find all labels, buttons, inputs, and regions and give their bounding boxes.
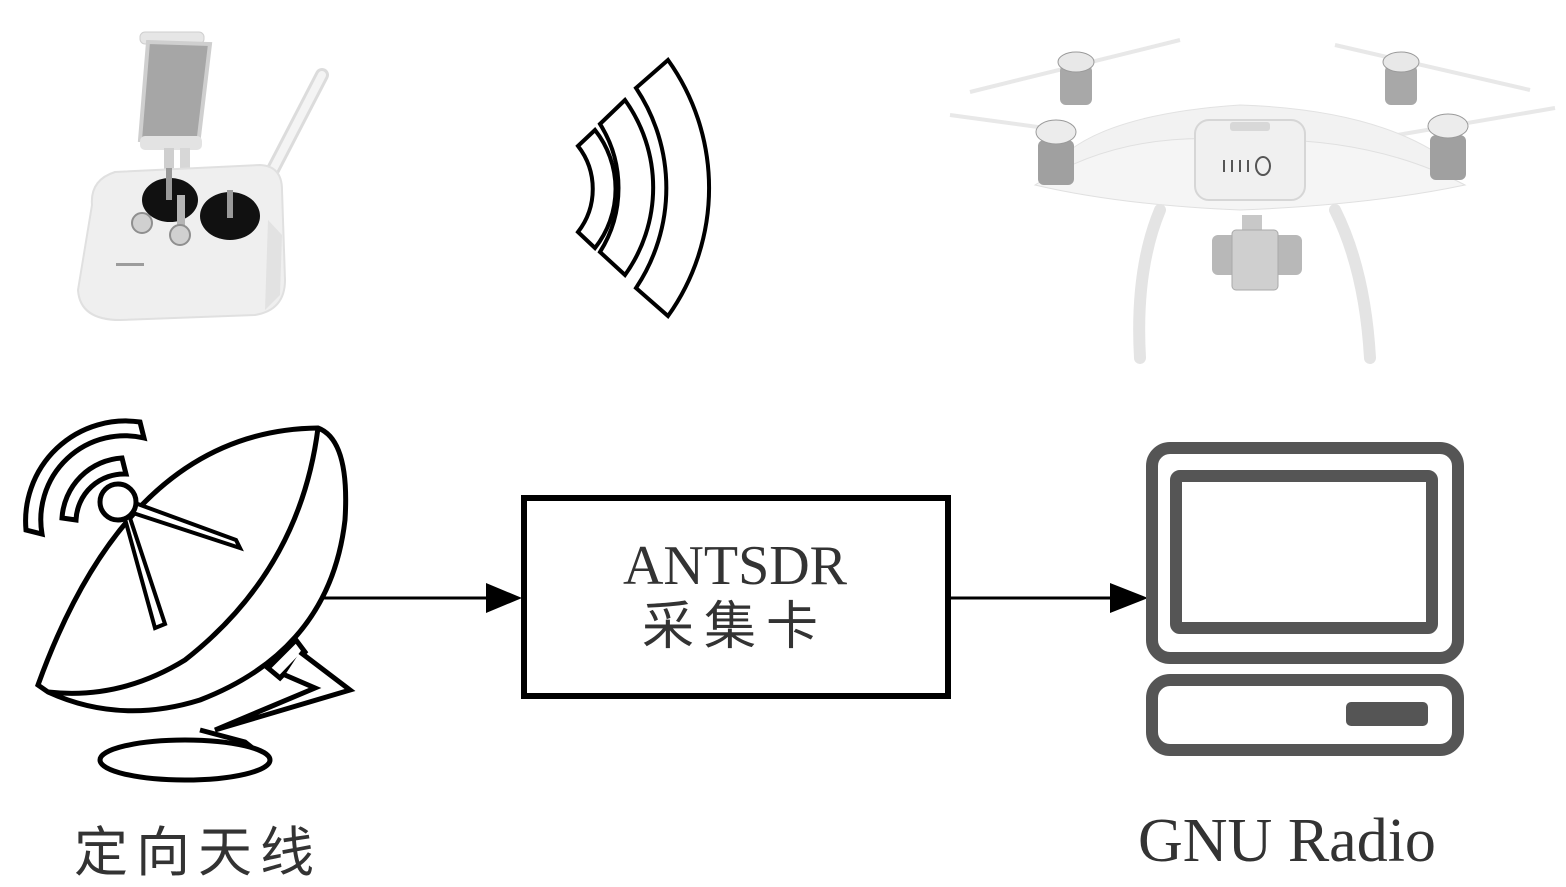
antsdr-label: ANTSDR [622,535,848,597]
satellite-dish-icon [23,418,356,783]
capture-card-label: 采集卡 [641,599,828,656]
signal-waves-icon [575,57,711,319]
arrowhead-sdr [486,583,522,613]
antsdr-capture-card: ANTSDR 采集卡 [522,498,948,658]
antenna-caption: 定向天线 [74,823,322,883]
drone-image [949,38,1556,364]
computer-caption: GNU Radio [1138,807,1436,875]
desktop-computer-icon [1146,442,1464,756]
remote-controller-image [76,31,329,322]
